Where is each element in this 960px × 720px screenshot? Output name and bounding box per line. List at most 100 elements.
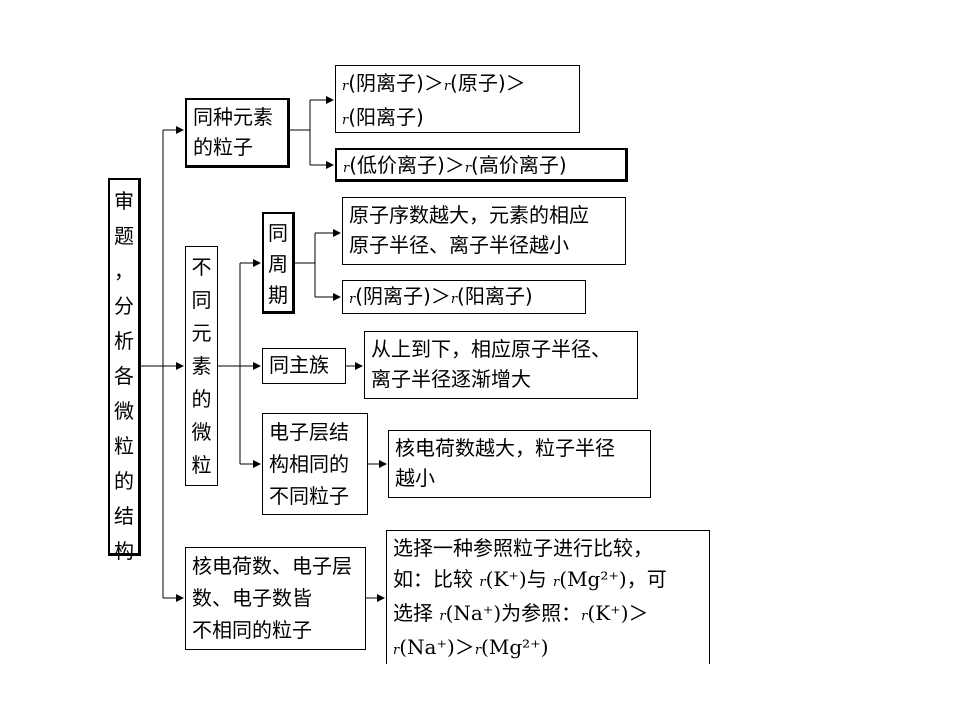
formula-text: (Mg²⁺)	[559, 567, 627, 591]
period-rule2-box: r(阴离子)＞r(阳离子)	[342, 280, 586, 314]
formula-text: (Na⁺)	[445, 601, 502, 625]
root-box: 审题 ， 分析各微粒的结构	[108, 178, 141, 563]
formula-text: (Na⁺)＞	[399, 635, 475, 659]
all-different-rule-text: 选择一种参照粒子进行比较，如：比较 r(K⁺)与 r(Mg²⁺)，可选择 r(N…	[393, 533, 703, 666]
text-segment: 离子半径逐渐增大	[371, 367, 531, 391]
char: 期	[268, 283, 288, 307]
isoelectronic-rule-box: 核电荷数越大，粒子半径越小	[388, 430, 651, 498]
text-segment: (阴离子)＞	[348, 71, 444, 95]
char: 微	[114, 399, 134, 423]
text-segment: (阴离子)＞	[355, 284, 451, 308]
all-different-rule-box: 选择一种参照粒子进行比较，如：比较 r(K⁺)与 r(Mg²⁺)，可选择 r(N…	[386, 530, 710, 664]
char: 各	[114, 364, 134, 388]
period-rule2-text: r(阴离子)＞r(阳离子)	[349, 283, 579, 313]
char: ，	[114, 259, 134, 283]
char: 微	[191, 420, 212, 444]
text-segment: (高价离子)	[471, 153, 567, 177]
root-text: 审题 ， 分析各微粒的结构	[110, 184, 138, 569]
char: 素	[191, 354, 212, 378]
isoelectronic-rule-text: 核电荷数越大，粒子半径越小	[395, 433, 644, 493]
text-segment: 原子序数越大，元素的相应	[349, 203, 589, 227]
radius-symbol: r	[464, 161, 472, 176]
text-segment: 从上到下，相应原子半径、	[371, 337, 611, 361]
char: 分	[114, 294, 134, 318]
group-box: 同主族	[262, 348, 346, 384]
char: 元	[191, 321, 212, 345]
all-different-label: 核电荷数、电子层数、电子数皆不相同的粒子	[192, 550, 359, 646]
char: 结	[114, 504, 134, 528]
text-segment: 如：比较	[393, 567, 480, 591]
period-label: 同周期	[264, 218, 292, 311]
isoelectronic-box: 电子层结构相同的不同粒子	[262, 413, 368, 515]
text-segment: (阳离子)	[348, 105, 424, 129]
char: 同	[191, 288, 212, 312]
text-segment: 原子半径、离子半径越小	[349, 233, 569, 257]
diff-element-text: 不同元素的微粒	[186, 251, 217, 482]
text-line: r(Na⁺)＞r(Mg²⁺)	[393, 632, 703, 666]
text-line: 原子序数越大，元素的相应	[349, 200, 619, 230]
radius-symbol: r	[343, 161, 350, 176]
period-rule1-text: 原子序数越大，元素的相应原子半径、离子半径越小	[349, 200, 619, 260]
period-box: 同周期	[262, 212, 295, 314]
text-line: 越小	[395, 463, 644, 493]
char: 粒	[191, 453, 212, 477]
radius-symbol: r	[443, 79, 451, 94]
same-element-label: 同种元素的粒子	[193, 102, 281, 162]
text-line: 不相同的粒子	[192, 618, 312, 642]
text-segment: (原子)＞	[450, 71, 526, 95]
radius-symbol: r	[581, 609, 588, 624]
radius-symbol: r	[342, 79, 349, 94]
text-line: 核电荷数越大，粒子半径	[395, 433, 644, 463]
text-line: 核电荷数、电子层	[192, 554, 352, 578]
radius-symbol: r	[553, 575, 560, 590]
char: 同	[268, 221, 288, 245]
char: 析	[114, 329, 134, 353]
text-segment: (低价离子)＞	[349, 153, 465, 177]
text-segment: 越小	[395, 466, 435, 490]
text-line: 从上到下，相应原子半径、	[371, 334, 631, 364]
same-element-rule1-box: r(阴离子)＞r(原子)＞r(阳离子)	[335, 65, 580, 133]
group-rule-text: 从上到下，相应原子半径、离子半径逐渐增大	[371, 334, 631, 394]
char: 构	[114, 539, 134, 563]
char: 的	[114, 469, 134, 493]
char: 的	[191, 387, 212, 411]
text-line: r(低价离子)＞r(高价离子)	[343, 152, 619, 182]
text-segment: 核电荷数越大，粒子半径	[395, 436, 615, 460]
text-segment: ，可	[626, 567, 667, 591]
text-line: 数、电子数皆	[192, 586, 312, 610]
same-element-box: 同种元素的粒子	[185, 98, 290, 168]
radius-symbol: r	[349, 292, 356, 307]
text-segment: 选择	[393, 601, 440, 625]
text-segment: 与	[526, 567, 554, 591]
text-line: 离子半径逐渐增大	[371, 364, 631, 394]
char: 周	[268, 252, 288, 276]
radius-symbol: r	[450, 292, 458, 307]
char: 审	[114, 189, 134, 213]
text-line: 不同粒子	[269, 484, 349, 508]
text-line: r(阳离子)	[342, 102, 573, 136]
text-segment: 选择一种参照粒子进行比较，	[393, 536, 653, 560]
same-element-rule2-box: r(低价离子)＞r(高价离子)	[335, 148, 628, 182]
char: 题	[114, 224, 134, 248]
text-segment: 为参照：	[501, 601, 582, 625]
char: 不	[191, 255, 212, 279]
radius-symbol: r	[474, 643, 482, 658]
formula-text: (K⁺)	[485, 567, 527, 591]
group-label: 同主族	[269, 353, 329, 377]
all-different-box: 核电荷数、电子层数、电子数皆不相同的粒子	[185, 547, 366, 650]
text-line: 的粒子	[193, 135, 253, 159]
text-line: 同种元素	[193, 105, 273, 129]
text-line: 原子半径、离子半径越小	[349, 230, 619, 260]
radius-symbol: r	[393, 643, 400, 658]
text-line: 电子层结	[269, 420, 349, 444]
char: 粒	[114, 434, 134, 458]
same-element-rule1-text: r(阴离子)＞r(原子)＞r(阳离子)	[342, 68, 573, 136]
formula-text: (K⁺)＞	[587, 601, 649, 625]
group-rule-box: 从上到下，相应原子半径、离子半径逐渐增大	[364, 331, 638, 399]
radius-symbol: r	[439, 609, 446, 624]
radius-symbol: r	[479, 575, 486, 590]
isoelectronic-label: 电子层结构相同的不同粒子	[269, 416, 361, 512]
text-line: r(阴离子)＞r(阳离子)	[349, 283, 579, 313]
period-rule1-box: 原子序数越大，元素的相应原子半径、离子半径越小	[342, 197, 626, 265]
